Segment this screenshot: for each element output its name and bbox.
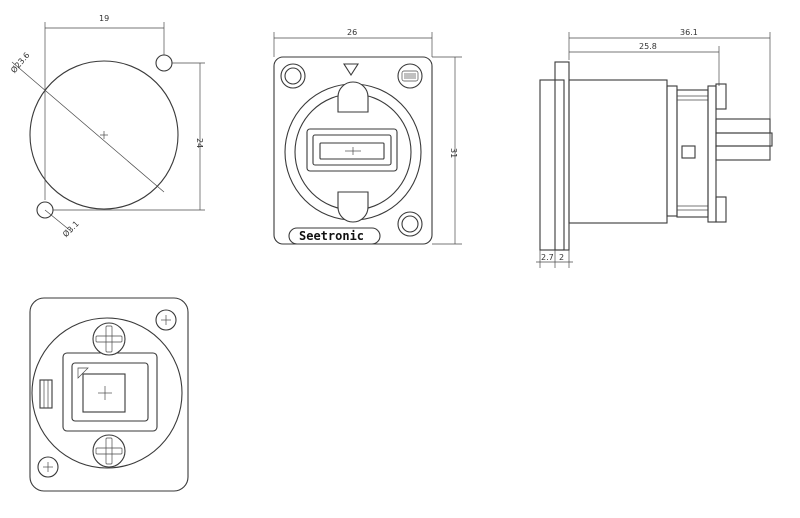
- rear-housing: [31, 317, 183, 469]
- height-dim-label: 24: [195, 138, 204, 148]
- flange: [539, 79, 565, 251]
- screw-bottom-icon: [92, 434, 126, 468]
- flange2-dim-label: 2: [559, 253, 564, 262]
- triangle-marker-icon: [342, 63, 360, 77]
- usb-port: [306, 128, 398, 172]
- side-view: 36.1 25.8 2.7 2: [536, 28, 773, 268]
- front-width-dim-label: 26: [347, 28, 357, 37]
- front-view: 26 31 Seetronic: [273, 28, 462, 245]
- body: [568, 79, 668, 224]
- mount-hole-top: [155, 54, 173, 72]
- panel-cutout-view: Ø23.6 19 24 Ø3.1: [8, 14, 205, 239]
- diameter-leader: [11, 61, 165, 193]
- latch-button: [397, 63, 423, 89]
- cutout-circle: [29, 60, 179, 210]
- flange-dim-label: 2.7: [541, 253, 554, 262]
- usb-b-port: [82, 373, 126, 413]
- corner-screw-bottom-icon: [37, 456, 59, 478]
- screw-top-icon: [92, 322, 126, 356]
- corner-screw-top-icon: [155, 309, 177, 331]
- front-height-dim-label: 31: [449, 148, 458, 158]
- rear-plug: [715, 132, 773, 147]
- diameter-label: Ø23.6: [8, 50, 31, 75]
- body-length-dim-label: 25.8: [639, 42, 657, 51]
- rear-view: [29, 297, 189, 492]
- rear-plate: [29, 297, 189, 492]
- hole-dim-label: Ø3.1: [60, 219, 81, 240]
- brand-label: Seetronic: [299, 229, 364, 243]
- total-length-dim-label: 36.1: [680, 28, 698, 37]
- usb-b-block: [62, 352, 158, 432]
- width-dim-label: 19: [99, 14, 109, 23]
- brand-plate: [288, 227, 381, 245]
